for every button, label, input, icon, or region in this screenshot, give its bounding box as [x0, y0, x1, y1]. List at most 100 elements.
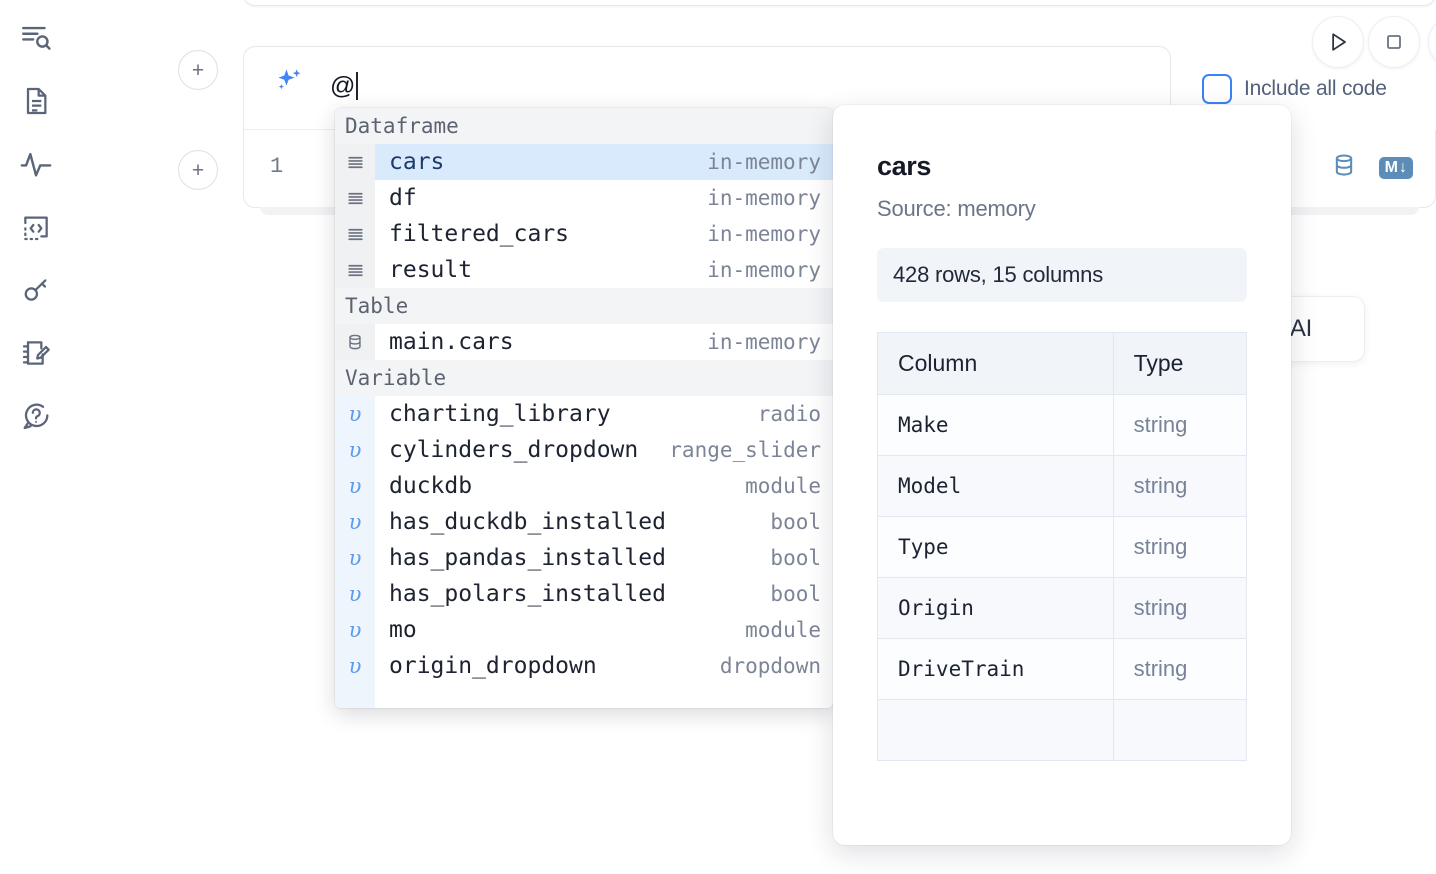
autocomplete-item-name: cars [389, 149, 445, 175]
more-actions-button[interactable] [1428, 16, 1436, 68]
column-header-type: Type [1112, 332, 1248, 395]
autocomplete-group-title: Variable [335, 360, 833, 396]
help-chat-icon[interactable] [14, 394, 58, 438]
key-icon[interactable] [14, 268, 58, 312]
run-button[interactable] [1312, 16, 1364, 68]
autocomplete-item-duckdb[interactable]: υ duckdb module [335, 468, 833, 504]
autocomplete-item-meta: in-memory [707, 222, 821, 246]
autocomplete-item-filtered-cars[interactable]: filtered_cars in-memory [335, 216, 833, 252]
variable-icon: υ [335, 504, 375, 540]
cell-column-name: Make [877, 394, 1114, 456]
variable-icon: υ [335, 432, 375, 468]
autocomplete-item-origin-dropdown[interactable]: υ origin_dropdown dropdown [335, 648, 833, 684]
database-icon[interactable] [1331, 152, 1357, 183]
detail-schema-table: Column Type Make string Model string Typ… [877, 332, 1248, 761]
autocomplete-item-result[interactable]: result in-memory [335, 252, 833, 288]
autocomplete-group-title: Table [335, 288, 833, 324]
autocomplete-item-meta: bool [770, 546, 821, 570]
table-rows-icon [335, 252, 375, 288]
autocomplete-item-meta: radio [757, 402, 821, 426]
autocomplete-item-name: main.cars [389, 329, 514, 355]
notebook-edit-icon[interactable] [14, 331, 58, 375]
autocomplete-item-partial[interactable] [335, 684, 833, 708]
cell-column-type: string [1112, 577, 1248, 639]
autocomplete-item-name: cylinders_dropdown [389, 437, 639, 463]
cell-column-type: string [1112, 516, 1248, 578]
markdown-badge-arrow: ↓ [1399, 158, 1407, 176]
table-rows-icon [335, 144, 375, 180]
add-cell-plus-label-2: + [191, 158, 205, 182]
table-row: Origin string [877, 577, 1248, 639]
autocomplete-item-meta: in-memory [707, 258, 821, 282]
autocomplete-dropdown[interactable]: Dataframe cars in-memory df in-memory fi… [335, 108, 833, 708]
cell-column-type: string [1112, 455, 1248, 517]
cell-column-name: Type [877, 516, 1114, 578]
autocomplete-item-name: result [389, 257, 473, 283]
variable-icon: υ [335, 396, 375, 432]
autocomplete-item-main-cars[interactable]: main.cars in-memory [335, 324, 833, 360]
autocomplete-item-meta: bool [770, 582, 821, 606]
autocomplete-item-name: charting_library [389, 401, 611, 427]
cell-tools: M↓ [1331, 152, 1413, 183]
table-header-row: Column Type [877, 332, 1248, 395]
table-row: Model string [877, 455, 1248, 517]
autocomplete-item-name: df [389, 185, 417, 211]
autocomplete-item-has-pandas-installed[interactable]: υ has_pandas_installed bool [335, 540, 833, 576]
variable-icon: υ [335, 468, 375, 504]
activity-icon[interactable] [14, 142, 58, 186]
markdown-badge[interactable]: M↓ [1378, 156, 1413, 179]
autocomplete-item-has-polars-installed[interactable]: υ has_polars_installed bool [335, 576, 833, 612]
left-icon-rail [0, 0, 72, 874]
file-text-icon[interactable] [14, 79, 58, 123]
table-rows-icon [335, 180, 375, 216]
autocomplete-item-name: has_duckdb_installed [389, 509, 666, 535]
cell-column-name [877, 699, 1114, 761]
search-outline-icon[interactable] [14, 16, 58, 60]
table-row: Make string [877, 394, 1248, 456]
cell-run-controls [1312, 16, 1436, 68]
variable-icon: υ [335, 648, 375, 684]
autocomplete-item-meta: bool [770, 510, 821, 534]
table-row-partial [877, 699, 1248, 761]
line-number: 1 [270, 154, 284, 179]
cell-column-type [1112, 699, 1248, 761]
autocomplete-item-meta: in-memory [707, 330, 821, 354]
detail-shape: 428 rows, 15 columns [877, 248, 1247, 302]
stop-button[interactable] [1368, 16, 1420, 68]
autocomplete-item-meta: in-memory [707, 186, 821, 210]
autocomplete-item-cars[interactable]: cars in-memory [335, 144, 833, 180]
autocomplete-item-meta: module [745, 474, 821, 498]
code-snippet-icon[interactable] [14, 205, 58, 249]
include-all-code-checkbox[interactable] [1202, 74, 1232, 104]
autocomplete-item-meta: in-memory [707, 150, 821, 174]
autocomplete-item-name: has_polars_installed [389, 581, 666, 607]
include-all-code-row[interactable]: Include all code [1202, 74, 1387, 104]
table-row: DriveTrain string [877, 638, 1248, 700]
autocomplete-item-name: duckdb [389, 473, 473, 499]
table-rows-icon [335, 216, 375, 252]
add-cell-above-button[interactable]: + [178, 50, 218, 90]
cell-column-name: Origin [877, 577, 1114, 639]
cell-column-type: string [1112, 638, 1248, 700]
autocomplete-item-mo[interactable]: υ mo module [335, 612, 833, 648]
autocomplete-item-has-duckdb-installed[interactable]: υ has_duckdb_installed bool [335, 504, 833, 540]
cell-column-name: Model [877, 455, 1114, 517]
autocomplete-variable-list: υ charting_library radio υ cylinders_dro… [335, 396, 833, 708]
column-header-column: Column [877, 332, 1114, 395]
autocomplete-item-meta: range_slider [669, 438, 821, 462]
autocomplete-group-title: Dataframe [335, 108, 833, 144]
markdown-badge-letter: M [1384, 158, 1398, 176]
ai-prompt-input[interactable]: @ [330, 69, 1152, 103]
detail-source: Source: memory [877, 196, 1036, 221]
add-cell-below-button[interactable]: + [178, 150, 218, 190]
autocomplete-item-cylinders-dropdown[interactable]: υ cylinders_dropdown range_slider [335, 432, 833, 468]
variable-icon: υ [335, 540, 375, 576]
text-caret [356, 72, 359, 100]
autocomplete-item-charting-library[interactable]: υ charting_library radio [335, 396, 833, 432]
autocomplete-item-df[interactable]: df in-memory [335, 180, 833, 216]
variable-icon: υ [335, 576, 375, 612]
autocomplete-item-meta: dropdown [719, 654, 821, 678]
autocomplete-item-name: mo [389, 617, 417, 643]
cell-column-name: DriveTrain [877, 638, 1114, 700]
